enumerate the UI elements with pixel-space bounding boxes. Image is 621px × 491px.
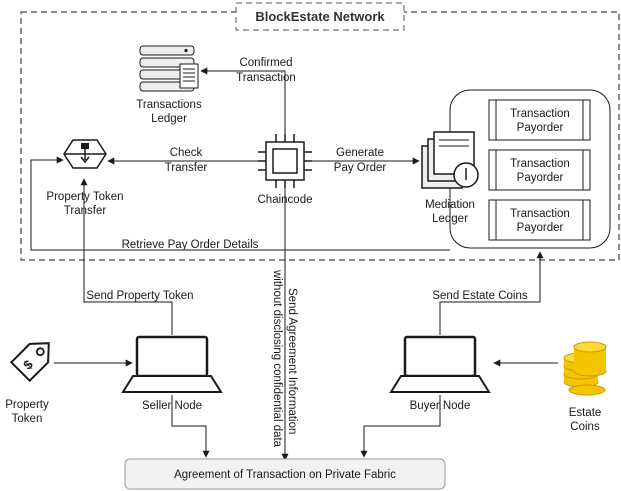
property-token-label-2: Token xyxy=(12,413,43,425)
payorder-label-2: Payorder xyxy=(517,172,564,184)
property-token-label-1: Property xyxy=(5,399,49,411)
edge-retrieve-pay-order xyxy=(30,156,450,251)
tag-icon: $ xyxy=(9,342,50,383)
property-token-transfer-label-1: Property Token xyxy=(46,191,123,203)
estate-coins-label-1: Estate xyxy=(569,407,602,419)
payorder-box: Transaction Payorder xyxy=(488,99,591,141)
edge-send-estate-coins xyxy=(439,251,544,335)
edge-label-generate-2: Pay Order xyxy=(334,162,387,174)
mediation-ledger-label-1: Mediation xyxy=(425,199,475,211)
mediation-ledger-label-2: Ledger xyxy=(432,213,468,225)
server-document-icon xyxy=(139,45,199,92)
transactions-ledger-label-2: Ledger xyxy=(151,113,187,125)
payorder-label-2: Payorder xyxy=(517,122,564,134)
agreement-box xyxy=(124,458,446,490)
coins-icon xyxy=(563,341,607,396)
payorder-label-1: Transaction xyxy=(510,108,570,120)
payorder-label-1: Transaction xyxy=(510,158,570,170)
laptop-icon xyxy=(389,335,491,393)
payorder-label-1: Transaction xyxy=(510,208,570,220)
payorder-box: Transaction Payorder xyxy=(488,149,591,191)
transactions-ledger-label-1: Transactions xyxy=(136,99,202,111)
agreement-label: Agreement of Transaction on Private Fabr… xyxy=(174,469,396,481)
ledger-docs-icon xyxy=(421,131,479,189)
laptop-icon xyxy=(121,335,223,393)
edge-label-send-coins: Send Estate Coins xyxy=(432,290,528,302)
network-title: BlockEstate Network xyxy=(255,9,385,24)
edge-seller-to-agreement xyxy=(171,395,210,458)
edge-label-agreement-1: Send Agreement Information xyxy=(286,288,298,434)
edge-send-property-token xyxy=(80,178,173,335)
network-boundary xyxy=(20,11,620,261)
chip-icon xyxy=(258,134,312,188)
payorder-box: Transaction Payorder xyxy=(488,199,591,241)
edge-label-confirmed-2: Transaction xyxy=(236,72,296,84)
property-token-transfer-label-2: Transfer xyxy=(64,205,107,217)
edge-label-send-property: Send Property Token xyxy=(86,290,193,302)
edge-label-retrieve: Retrieve Pay Order Details xyxy=(122,239,259,251)
edge-confirmed-transaction xyxy=(200,67,286,134)
edge-label-generate-1: Generate xyxy=(336,147,384,159)
edge-label-check-1: Check xyxy=(170,147,203,159)
edge-label-confirmed-1: Confirmed xyxy=(239,57,292,69)
payorder-label-2: Payorder xyxy=(517,222,564,234)
edge-label-agreement-2: without disclosing confidential data xyxy=(271,269,283,448)
network-title-box xyxy=(235,2,405,31)
edge-buyer-to-agreement xyxy=(360,395,441,458)
estate-coins-label-2: Coins xyxy=(570,421,600,433)
smart-contract-icon xyxy=(63,139,107,169)
edge-label-check-2: Transfer xyxy=(165,162,208,174)
